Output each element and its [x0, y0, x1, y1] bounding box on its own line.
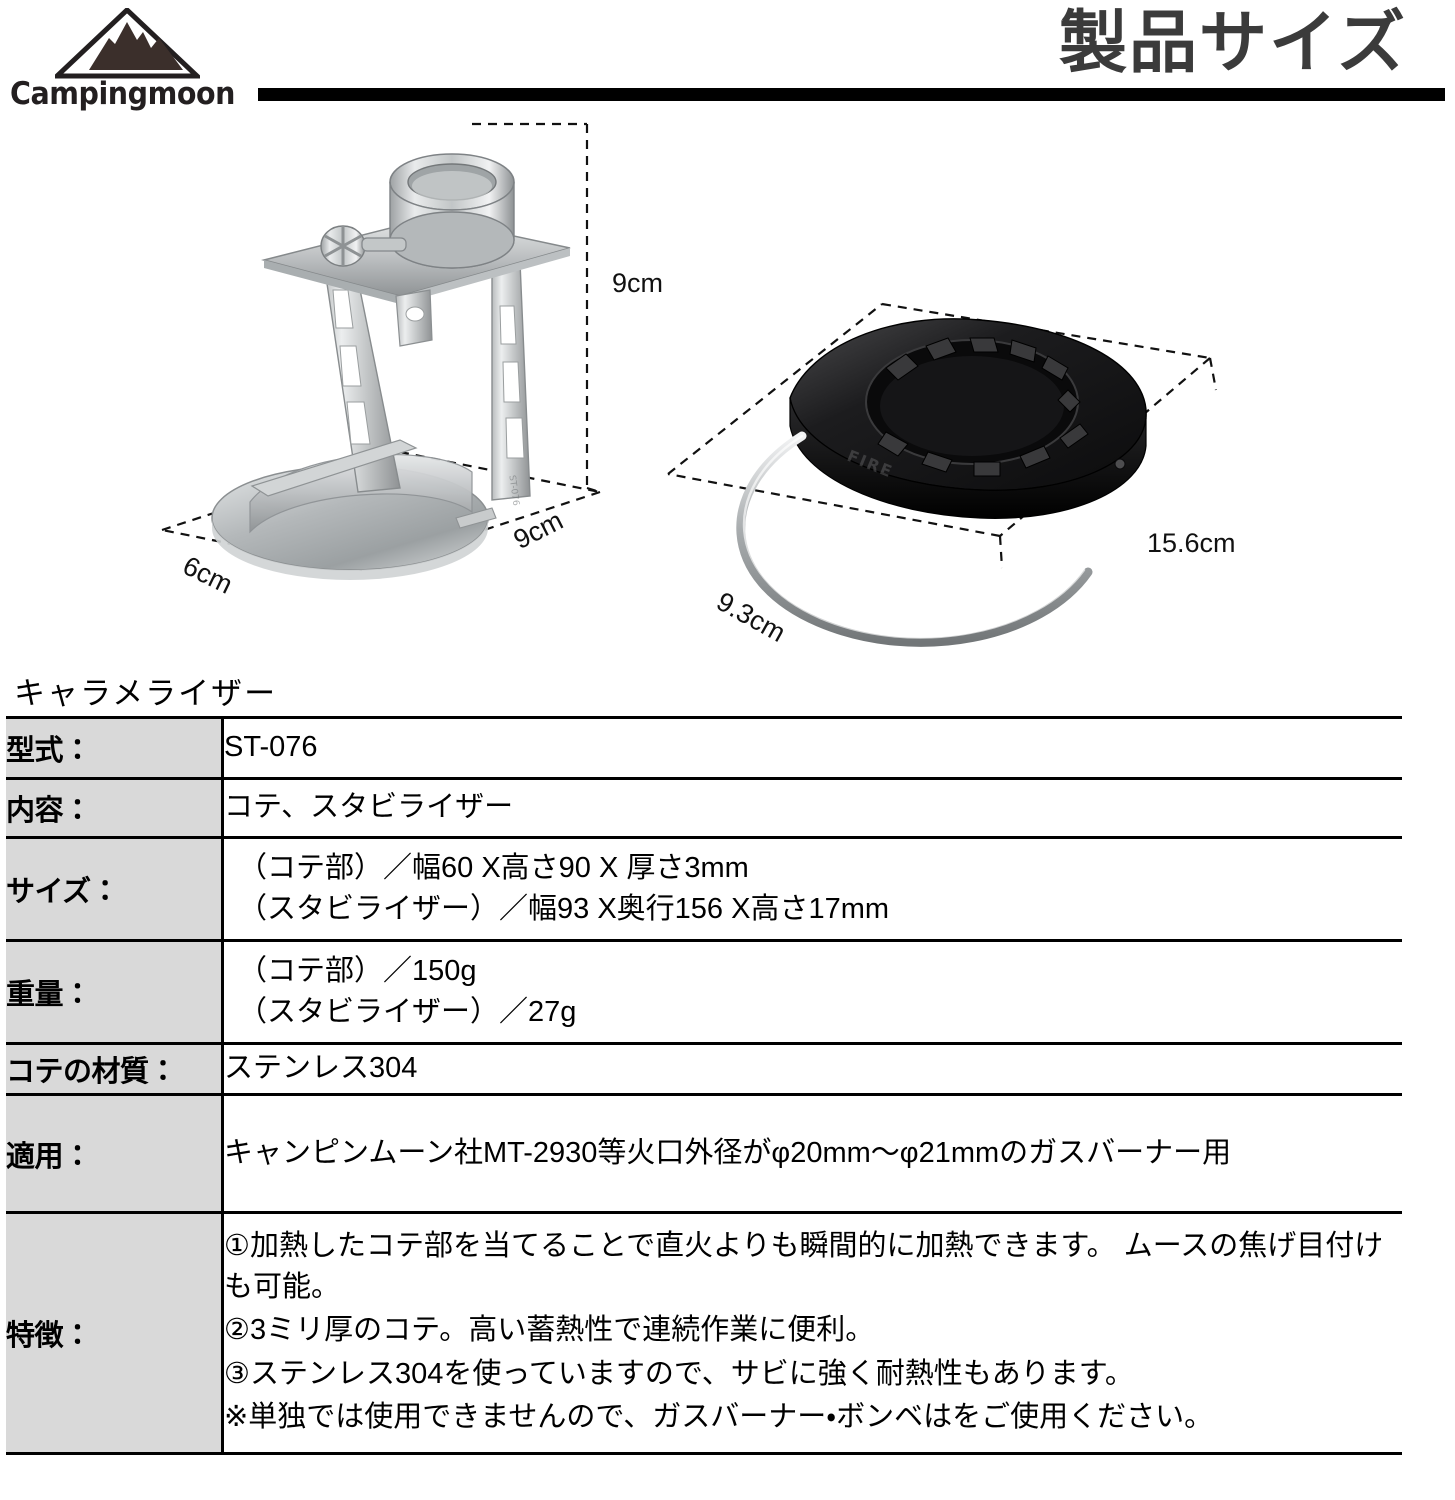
ring-teeth	[877, 337, 1089, 477]
stabilizer-ring-illustration: FIRE	[667, 302, 1218, 647]
table-row: 内容： コテ、スタビライザー	[6, 778, 1402, 838]
table-row: 特徴： ①加熱したコテ部を当てることで直火よりも瞬間的に加熱できます。 ムースの…	[6, 1212, 1402, 1454]
thumb-screw	[320, 225, 407, 267]
spec-line: キャンピンムーン社MT-2930等火口外径がφ20mm〜φ21mmのガスバーナー…	[224, 1136, 1232, 1169]
spec-line: （コテ部）／幅60 X高さ90 X 厚さ3mm	[238, 851, 749, 884]
shelf-lip	[250, 439, 418, 497]
page-header: Campingmoon 製品サイズ	[0, 0, 1455, 112]
spec-line: （スタビライザー）／幅93 X奥行156 X高さ17mm	[238, 893, 890, 925]
spec-label-material: コテの材質：	[6, 1043, 224, 1095]
caramelizer-iron-stand-illustration: ST-076	[161, 122, 601, 580]
svg-text:ST-076: ST-076	[506, 475, 520, 507]
spec-value-model: ST-076	[222, 717, 1402, 779]
table-row: コテの材質： ステンレス304	[6, 1043, 1402, 1095]
table-row: 型式： ST-076	[6, 717, 1402, 779]
product-illustrations: ST-076 9cm 9cm 6cm	[0, 100, 1455, 660]
spec-label-weight: 重量：	[6, 940, 224, 1044]
spec-line: ST-076	[224, 731, 318, 764]
spec-table: 型式： ST-076 内容： コテ、スタビライザー サイズ： （コテ部）／幅60…	[6, 716, 1402, 1455]
spec-label-content: 内容：	[6, 778, 224, 838]
spec-line: ③ステンレス304を使っていますので、サビに強く耐熱性もあります。	[224, 1357, 1134, 1390]
spec-label-application: 適用：	[6, 1094, 224, 1213]
spec-label-model: 型式：	[6, 717, 224, 779]
table-row: サイズ： （コテ部）／幅60 X高さ90 X 厚さ3mm （スタビライザー）／幅…	[6, 837, 1402, 941]
spec-value-size: （コテ部）／幅60 X高さ90 X 厚さ3mm （スタビライザー）／幅93 X奥…	[222, 837, 1402, 941]
spec-line: ②3ミリ厚のコテ。高い蓄熱性で連続作業に便利。	[224, 1314, 875, 1347]
table-row: 適用： キャンピンムーン社MT-2930等火口外径がφ20mm〜φ21mmのガス…	[6, 1094, 1402, 1213]
spec-label-size: サイズ：	[6, 837, 224, 941]
spec-line: ステンレス304	[224, 1052, 418, 1085]
table-row: 重量： （コテ部）／150g （スタビライザー）／27g	[6, 940, 1402, 1044]
dim-label-stabilizer-length: 15.6cm	[1147, 528, 1236, 558]
spec-line: （コテ部）／150g	[238, 954, 477, 987]
product-name: キャラメライザー	[14, 676, 278, 711]
dim-label-stand-height: 9cm	[612, 268, 664, 298]
spec-line: ①加熱したコテ部を当てることで直火よりも瞬間的に加熱できます。 ムースの焦げ目付…	[224, 1230, 1384, 1304]
page-title: 製品サイズ	[1059, 4, 1407, 83]
spec-value-application: キャンピンムーン社MT-2930等火口外径がφ20mm〜φ21mmのガスバーナー…	[222, 1094, 1402, 1213]
brand-wordmark: Campingmoon	[10, 76, 235, 112]
header-rule	[258, 88, 1445, 101]
burner-collar	[389, 153, 515, 269]
spec-value-weight: （コテ部）／150g （スタビライザー）／27g	[222, 940, 1402, 1044]
spec-line: コテ、スタビライザー	[224, 791, 514, 824]
spec-line: ※単独では使用できませんので、ガスバーナー・ボンベはをご使用ください。	[224, 1400, 1214, 1433]
spec-value-features: ①加熱したコテ部を当てることで直火よりも瞬間的に加熱できます。 ムースの焦げ目付…	[222, 1212, 1402, 1454]
brand-logo: Campingmoon	[10, 8, 250, 112]
spec-label-features: 特徴：	[6, 1212, 224, 1454]
spec-line: （スタビライザー）／27g	[238, 996, 577, 1028]
spec-value-material: ステンレス304	[222, 1043, 1402, 1095]
mountain-logo-icon	[55, 8, 200, 79]
wire-handle	[736, 431, 1093, 647]
spec-value-content: コテ、スタビライザー	[222, 778, 1402, 838]
